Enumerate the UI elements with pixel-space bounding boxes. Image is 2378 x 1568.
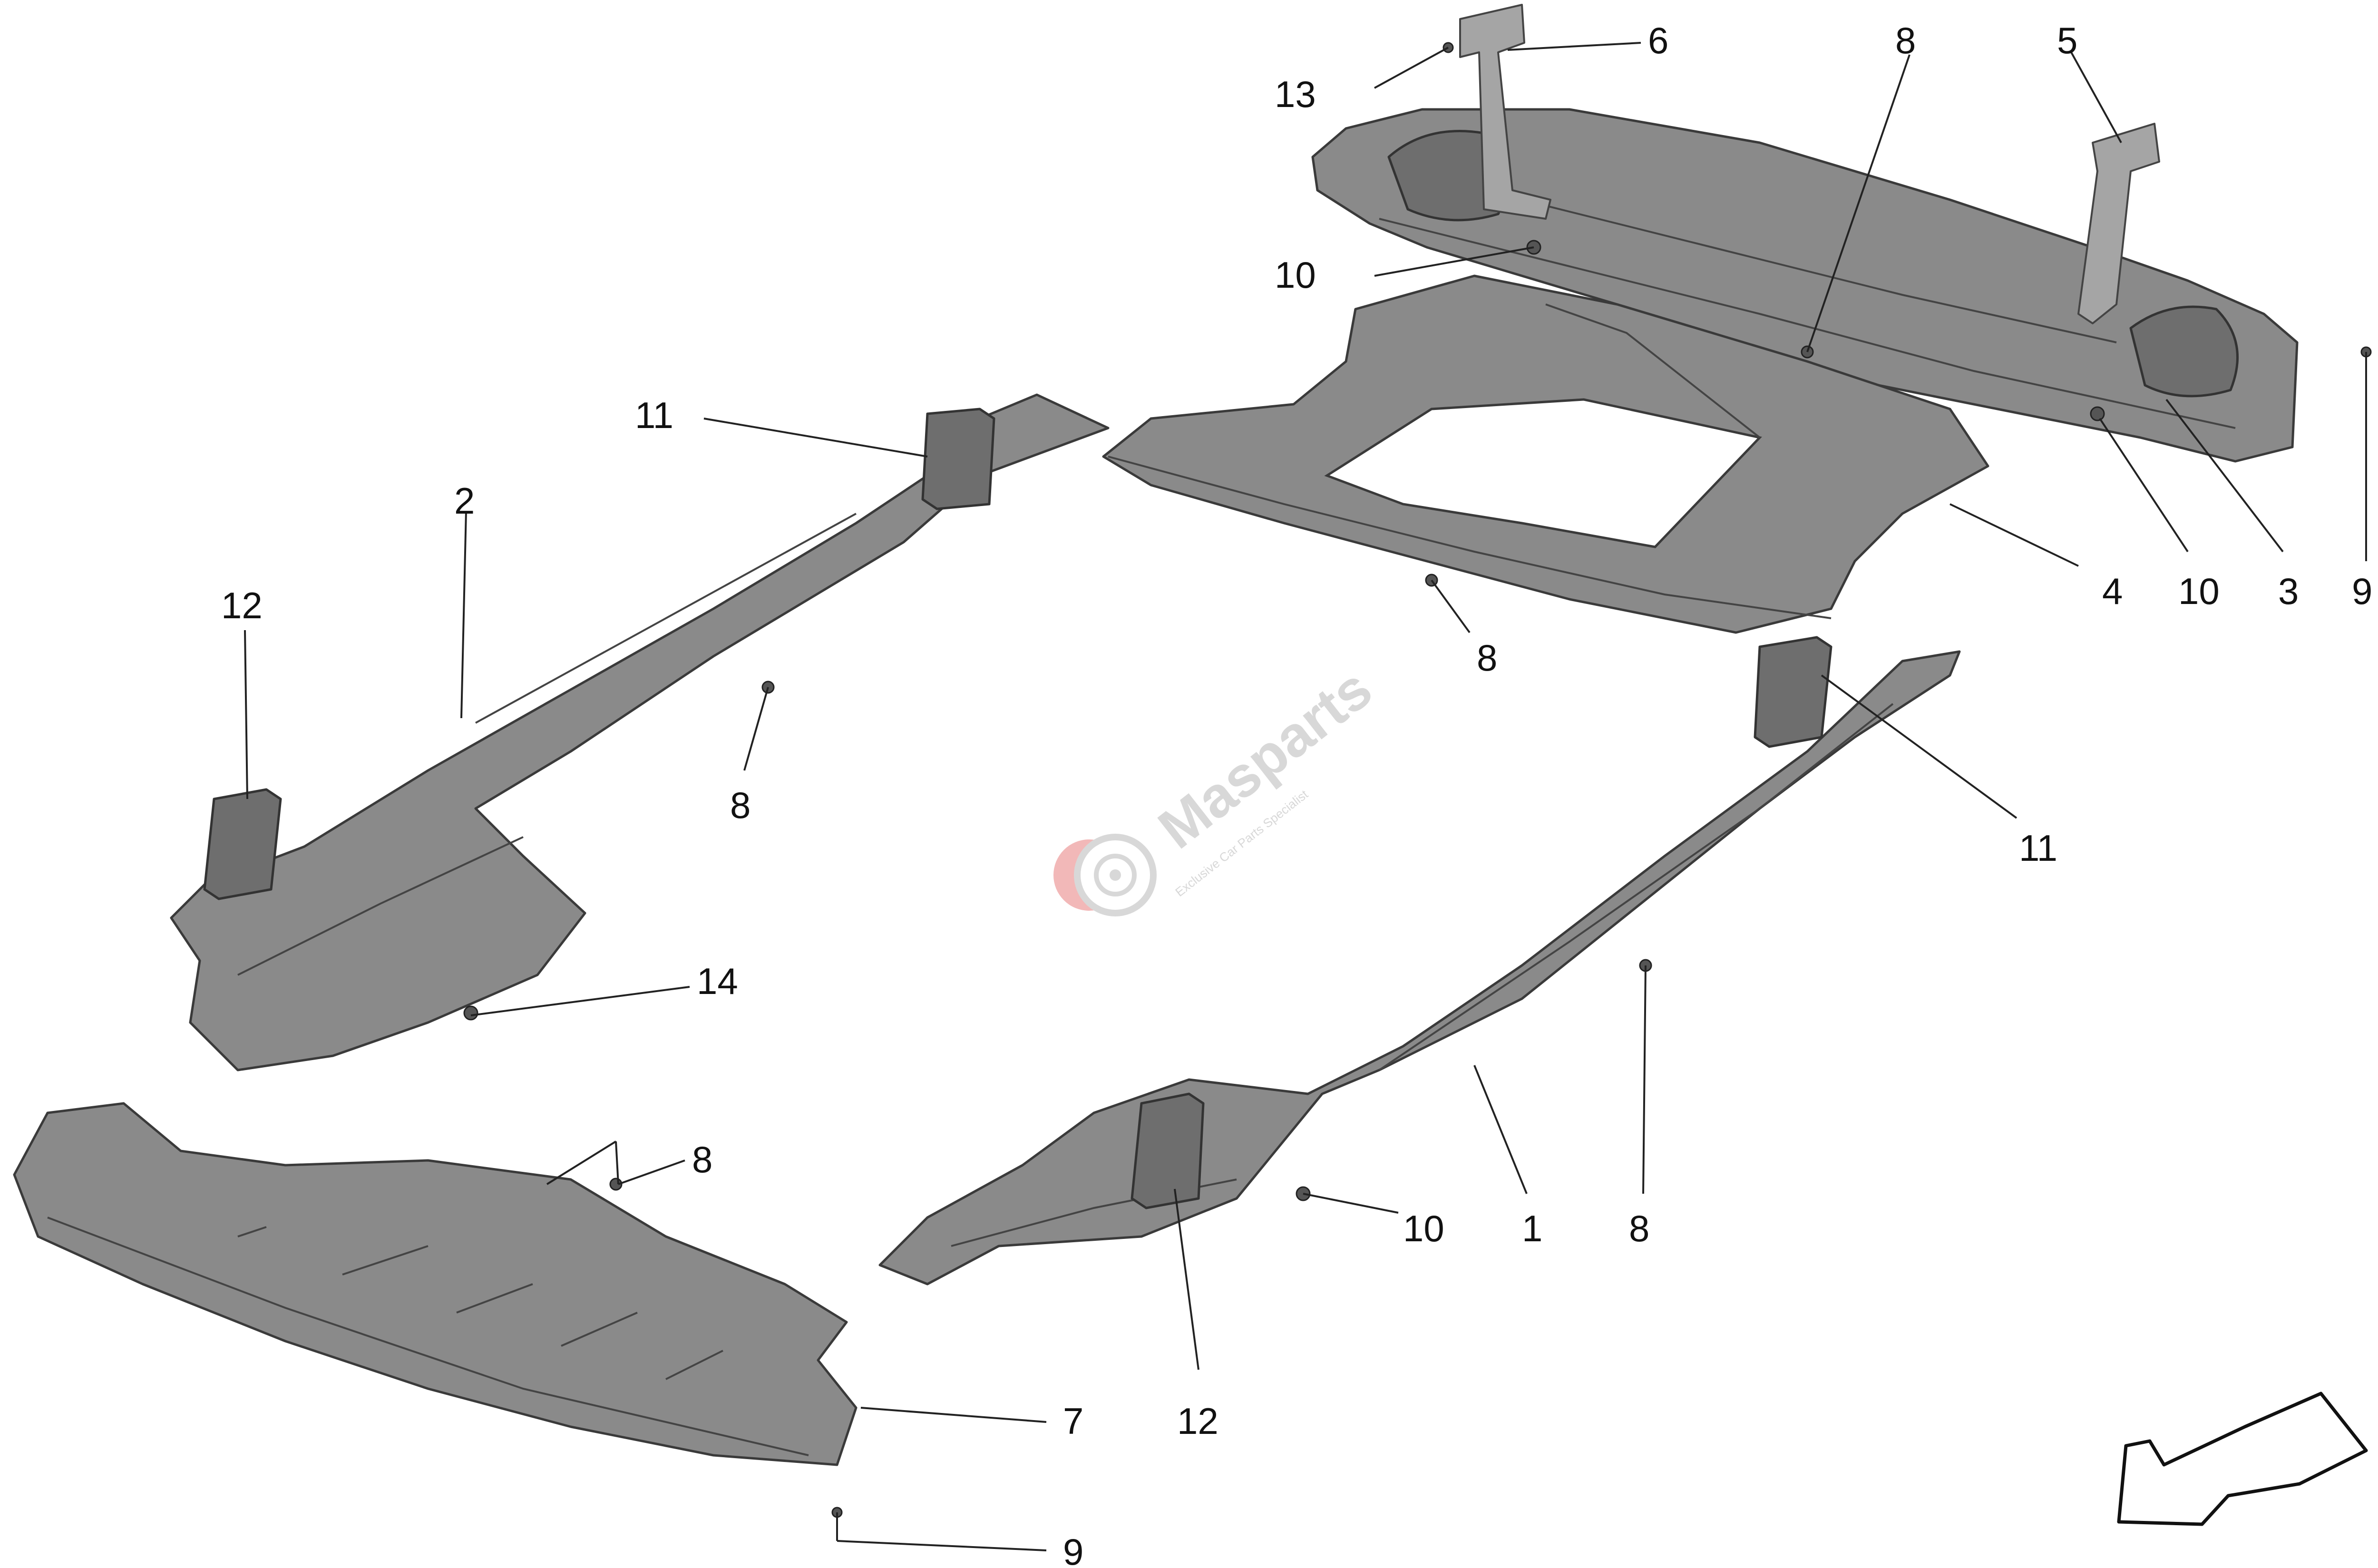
callout-7: 7: [1063, 1400, 1083, 1442]
callout-9-front: 9: [1063, 1531, 1083, 1568]
part-front-undertray: [13, 1102, 858, 1466]
part-bracket-6: [1459, 4, 1551, 220]
callout-12-right: 12: [1177, 1400, 1218, 1442]
part-left-sill-panel: [170, 393, 1110, 1071]
part-right-sill-panel: [878, 650, 1961, 1286]
callout-9-right: 9: [2352, 570, 2372, 612]
callout-8-right: 8: [1629, 1208, 1649, 1249]
callout-8-front: 8: [692, 1139, 712, 1180]
watermark: Masparts Exclusive Car Parts Specialist: [1053, 656, 1384, 916]
callout-6: 6: [1648, 19, 1668, 61]
outline-arrow-down-left-icon: [2117, 1392, 2368, 1526]
callout-labels: 13 6 8 5 10 11 2 12 8 8 4 10 3 9 11 14 8…: [221, 19, 2372, 1568]
callout-5: 5: [2057, 19, 2077, 61]
part-bracket-5: [2077, 123, 2160, 324]
fastener-10-right: [2090, 406, 2105, 421]
part-central-floor-frame: [1102, 274, 1989, 634]
callout-11-right: 11: [2019, 827, 2057, 869]
leader-lines: [244, 42, 2367, 1551]
part-rear-undertray: [1311, 108, 2299, 463]
callout-1: 1: [1522, 1208, 1542, 1249]
callout-14: 14: [697, 960, 738, 1002]
callout-12-left: 12: [221, 584, 263, 626]
callout-8-top: 8: [1895, 19, 1916, 61]
part-foam-block-12-left: [203, 788, 282, 900]
callout-10-right: 10: [2178, 570, 2220, 612]
callout-13: 13: [1275, 73, 1316, 115]
fastener-14: [463, 1005, 478, 1021]
callout-8-left: 8: [730, 784, 750, 826]
callout-3: 3: [2278, 570, 2299, 612]
part-foam-block-12-right: [1131, 1092, 1205, 1209]
part-foam-block-11-left: [921, 408, 995, 510]
callout-10-top: 10: [1275, 254, 1316, 296]
part-foam-block-11-right: [1754, 636, 1832, 748]
callout-4: 4: [2102, 570, 2123, 612]
callout-10-bottom: 10: [1403, 1208, 1444, 1249]
callout-8-center: 8: [1477, 637, 1497, 679]
callout-2: 2: [454, 480, 475, 522]
watermark-logo-icon: [1053, 834, 1157, 916]
callout-11-left: 11: [635, 394, 673, 436]
